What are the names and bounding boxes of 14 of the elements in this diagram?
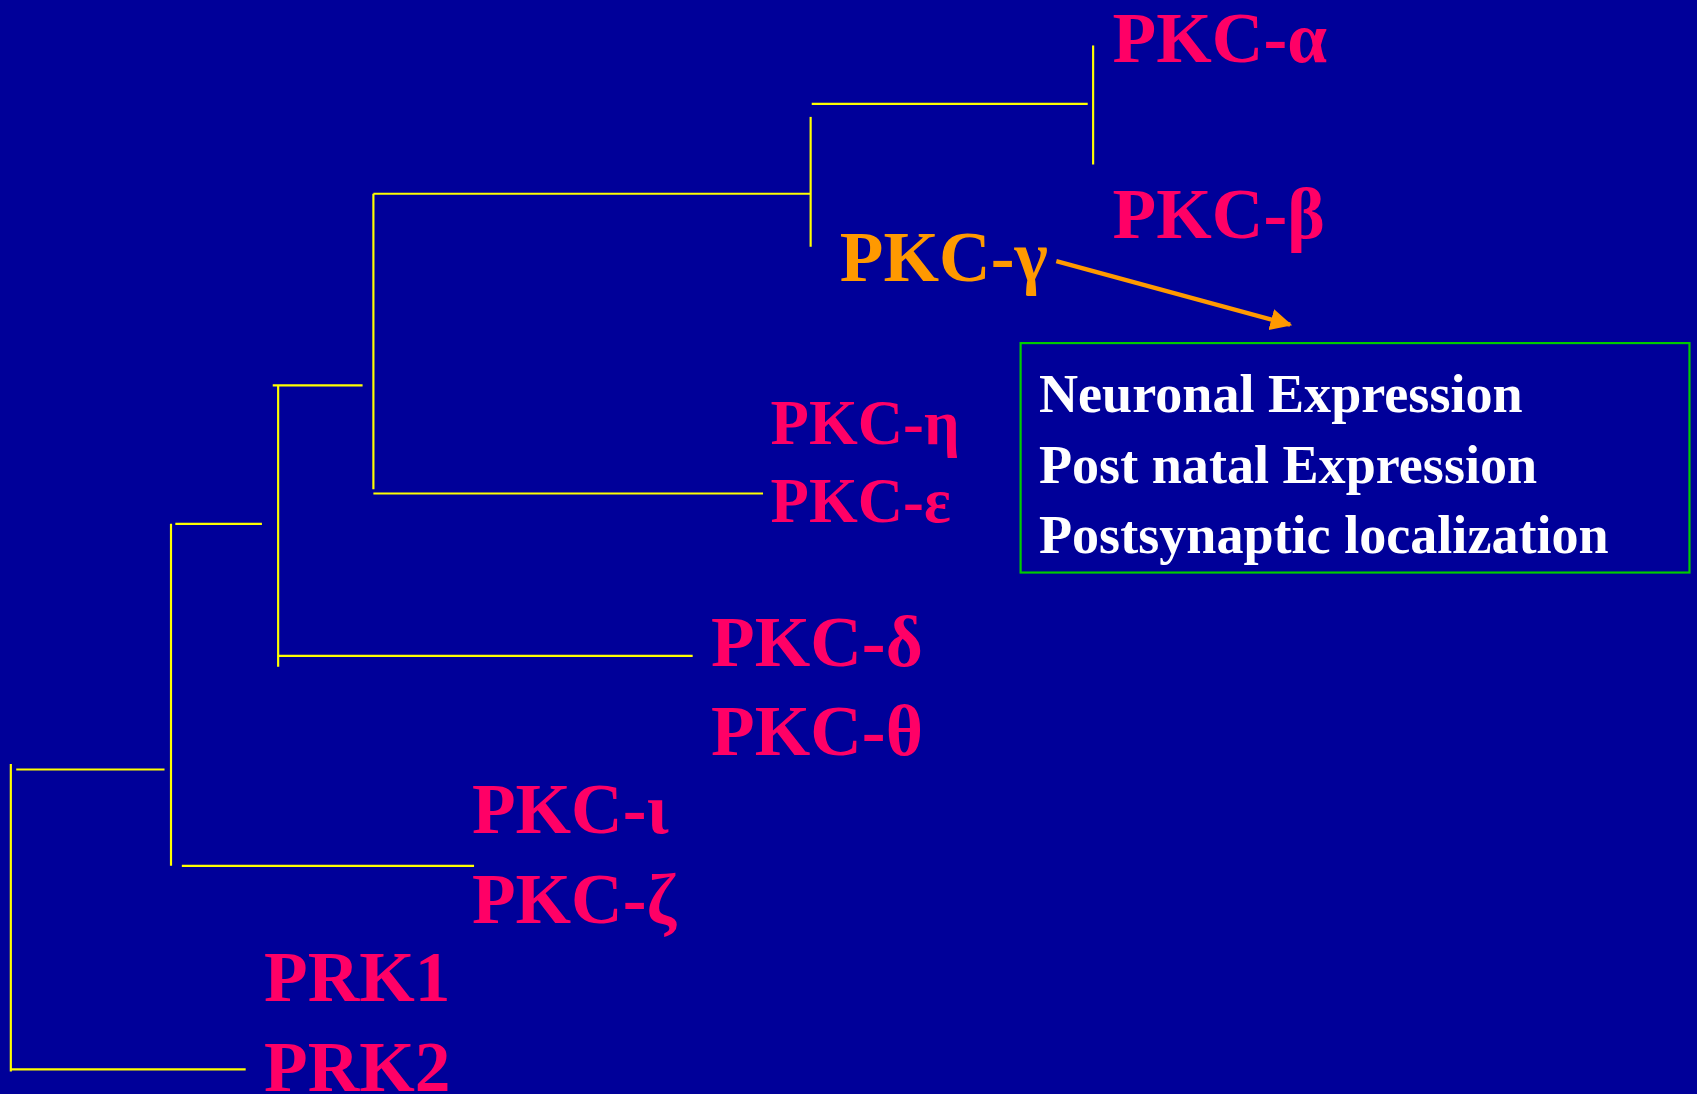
leaf-label: PKC-α	[1112, 2, 1328, 74]
leaf-label: PKC-γ	[839, 221, 1048, 294]
leaf-label: PRK1	[264, 941, 451, 1014]
leaf-label: PKC-ζ	[471, 863, 676, 936]
note-text: Neuronal Expression	[1039, 362, 1524, 427]
leaf-label: PKC-ι	[471, 773, 669, 846]
leaf-label: PKC-ε	[770, 469, 951, 533]
leaf-label: PRK2	[264, 1031, 451, 1094]
leaf-label: PKC-θ	[711, 695, 923, 768]
leaf-label: PKC-δ	[711, 606, 923, 678]
arrow	[1055, 259, 1293, 331]
note-text: Postsynaptic localization	[1039, 503, 1610, 567]
note-box	[1019, 342, 1691, 574]
note-text: Post natal Expression	[1039, 433, 1539, 497]
